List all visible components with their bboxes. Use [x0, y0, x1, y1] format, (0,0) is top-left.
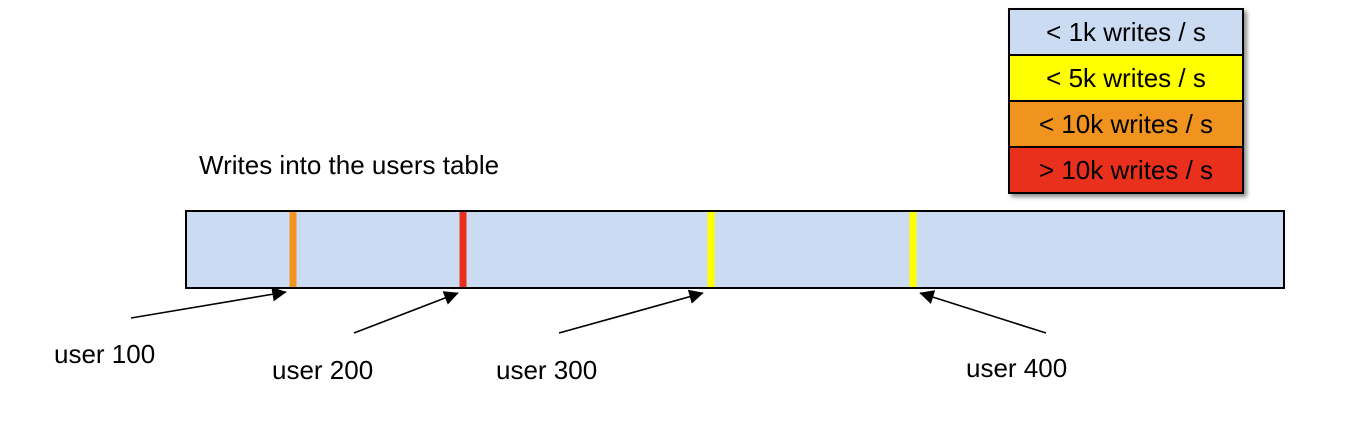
legend-item-label: < 1k writes / s: [1046, 16, 1206, 47]
marker-user-400: [909, 212, 917, 287]
legend-item-label: < 5k writes / s: [1046, 62, 1206, 93]
legend-item-label: < 10k writes / s: [1038, 108, 1214, 139]
legend-item-lt-5k: < 5k writes / s: [1008, 54, 1244, 102]
legend-item-label: > 10k writes / s: [1038, 154, 1214, 185]
arrow-user-400: [919, 290, 1047, 334]
marker-user-100: [289, 212, 297, 287]
legend-item-lt-10k: < 10k writes / s: [1008, 100, 1244, 148]
users-table-bar: [185, 210, 1285, 289]
arrow-user-300: [558, 289, 704, 334]
label-user-400: user 400: [966, 353, 1068, 383]
label-user-300: user 300: [496, 355, 598, 385]
legend-item-gt-10k: > 10k writes / s: [1008, 146, 1244, 194]
diagram-title: Writes into the users table: [199, 150, 500, 180]
label-user-100: user 100: [54, 339, 156, 369]
marker-user-200: [459, 212, 467, 287]
label-user-200: user 200: [272, 355, 374, 385]
legend: < 1k writes / s < 5k writes / s < 10k wr…: [1008, 8, 1244, 194]
marker-user-300: [707, 212, 715, 287]
legend-item-lt-1k: < 1k writes / s: [1008, 8, 1244, 56]
arrow-user-100: [130, 287, 287, 319]
arrow-user-200: [353, 291, 459, 334]
